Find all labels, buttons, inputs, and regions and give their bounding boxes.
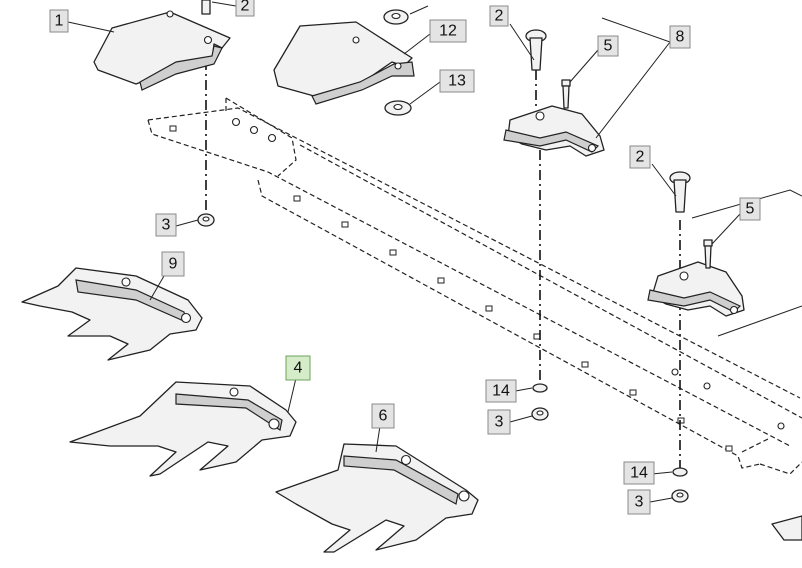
callout-1[interactable]: 1 xyxy=(49,9,69,33)
callout-2-upper-text: 2 xyxy=(495,8,504,25)
bolt-5-lower[interactable] xyxy=(703,239,713,269)
callout-3-left[interactable]: 3 xyxy=(155,213,177,237)
part-9-guard[interactable] xyxy=(21,267,203,361)
callout-2-upper[interactable]: 2 xyxy=(489,5,509,27)
callout-2-lower[interactable]: 2 xyxy=(629,145,651,169)
nut-3-left[interactable] xyxy=(197,213,215,227)
callout-3-right[interactable]: 3 xyxy=(627,489,651,515)
part-8-knife-clip[interactable] xyxy=(503,105,605,157)
callout-5-lower-text: 5 xyxy=(746,201,755,218)
callout-9[interactable]: 9 xyxy=(161,251,185,277)
callout-3-mid-text: 3 xyxy=(495,414,504,431)
callout-6[interactable]: 6 xyxy=(371,403,395,429)
part-6-guard[interactable] xyxy=(275,443,479,553)
callout-14-mid[interactable]: 14 xyxy=(485,379,517,403)
callout-2-lower-text: 2 xyxy=(636,149,645,166)
cutter-bar-outline xyxy=(147,97,802,475)
washer-14-mid[interactable] xyxy=(532,383,548,393)
part-1-hold-down[interactable] xyxy=(93,10,231,91)
leader-lines xyxy=(67,1,741,503)
nut-3-mid[interactable] xyxy=(531,407,549,421)
callout-12-text: 12 xyxy=(439,23,457,40)
callout-8-text: 8 xyxy=(676,29,685,46)
part-12-hold-down[interactable] xyxy=(273,21,415,105)
bolt-5-upper[interactable] xyxy=(561,79,571,109)
washer-top[interactable] xyxy=(383,9,409,25)
callout-2-top-left[interactable]: 2 xyxy=(235,0,255,17)
callout-3-mid[interactable]: 3 xyxy=(487,409,511,435)
callout-8[interactable]: 8 xyxy=(669,25,691,49)
callout-5-upper-text: 5 xyxy=(604,38,613,55)
callout-labels: 1 2 12 13 2 5 8 2 xyxy=(49,0,761,515)
callout-14-mid-text: 14 xyxy=(492,383,510,400)
callout-3-left-text: 3 xyxy=(162,217,171,234)
bolt-2-carriage-upper[interactable] xyxy=(525,29,547,71)
assembly-axes xyxy=(205,60,681,470)
callout-6-text: 6 xyxy=(379,408,388,425)
callout-5-upper[interactable]: 5 xyxy=(597,35,619,57)
bolt-2-carriage-lower[interactable] xyxy=(669,171,691,213)
nut-3-right[interactable] xyxy=(671,489,689,503)
callout-4[interactable]: 4 xyxy=(285,355,311,381)
part-8-knife-clip-right[interactable] xyxy=(647,261,745,317)
callout-4-text: 4 xyxy=(294,360,303,377)
callout-14-right-text: 14 xyxy=(630,465,648,482)
callout-13-text: 13 xyxy=(448,73,466,90)
part-13-washer[interactable] xyxy=(384,100,412,116)
callout-12[interactable]: 12 xyxy=(429,19,467,43)
bolt-top-left[interactable] xyxy=(201,0,211,15)
callout-2-top-left-text: 2 xyxy=(241,0,250,15)
callout-5-lower[interactable]: 5 xyxy=(739,197,761,221)
part-4-guard[interactable] xyxy=(69,381,297,477)
cutter-bar-holes xyxy=(169,117,785,452)
callout-3-right-text: 3 xyxy=(635,494,644,511)
callout-14-right[interactable]: 14 xyxy=(623,461,655,485)
callout-13[interactable]: 13 xyxy=(439,69,475,93)
partial-part-corner xyxy=(771,515,802,541)
callout-1-text: 1 xyxy=(55,13,64,30)
callout-9-text: 9 xyxy=(169,256,178,273)
washer-14-right[interactable] xyxy=(672,467,688,477)
